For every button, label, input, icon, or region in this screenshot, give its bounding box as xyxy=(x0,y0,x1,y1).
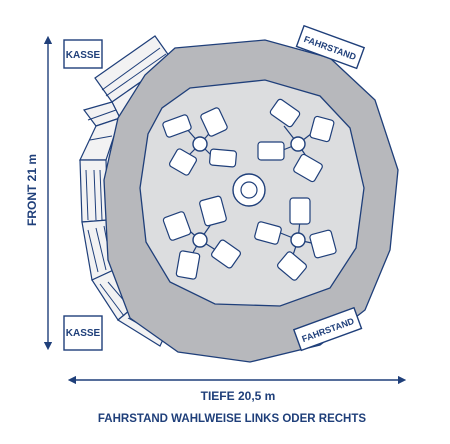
caption: FAHRSTAND WAHLWEISE LINKS ODER RECHTS xyxy=(98,413,366,425)
kasse-top-label: KASSE xyxy=(66,50,101,61)
tiefe-dimension-label: TIEFE 20,5 m xyxy=(201,389,276,403)
front-dimension-label: FRONT 21 m xyxy=(25,154,39,226)
kasse-bottom-label: KASSE xyxy=(66,328,101,339)
center-hub xyxy=(232,173,266,207)
car-group-1 xyxy=(162,107,237,176)
car-group-4 xyxy=(254,197,337,281)
car-group-2 xyxy=(257,98,335,183)
kasse-bottom-box: KASSE xyxy=(63,315,103,351)
kasse-top-box: KASSE xyxy=(63,39,103,69)
car-group-3 xyxy=(162,195,241,280)
